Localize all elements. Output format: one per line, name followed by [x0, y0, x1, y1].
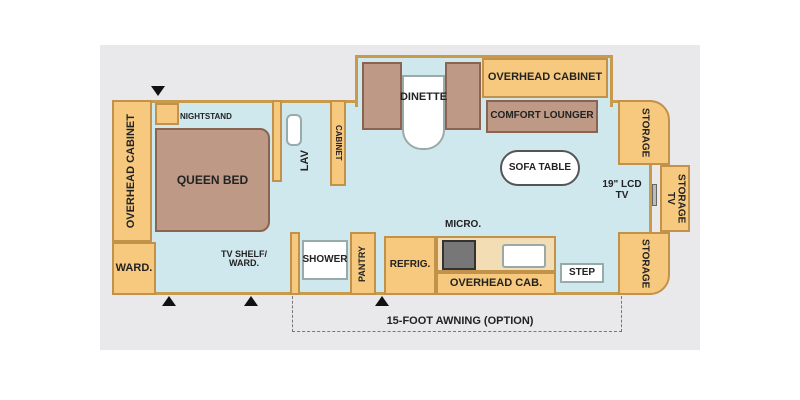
dinette-seat-right	[445, 62, 481, 130]
overhead-cab: OVERHEAD CAB.	[436, 272, 556, 295]
refrig-label: REFRIG.	[389, 259, 431, 271]
wardrobe: WARD.	[112, 242, 156, 295]
window-marker-icon	[162, 296, 176, 306]
lav-text: LAV	[299, 150, 311, 172]
tv-shelf-ward-label: TV SHELF/ WARD.	[220, 249, 267, 269]
micro-label: MICRO.	[445, 219, 482, 230]
awning-outline	[292, 296, 622, 332]
window-marker-icon	[375, 296, 389, 306]
queen-bed-label: QUEEN BED	[176, 172, 249, 187]
refrigerator: REFRIG.	[384, 236, 436, 295]
storage-tv: STORAGE TV	[660, 165, 690, 232]
sofa-table-label: SOFA TABLE	[508, 161, 572, 173]
window-marker-icon	[244, 296, 258, 306]
overhead-cab-label: OVERHEAD CAB.	[449, 276, 543, 289]
overhead-cabinet-rear-label: OVERHEAD CABINET	[125, 113, 138, 229]
lav-label: LAV	[299, 150, 312, 172]
overhead-cabinet-slide-label: OVERHEAD CABINET	[487, 71, 603, 84]
comfort-lounger: COMFORT LOUNGER	[486, 100, 598, 133]
bath-cabinet: CABINET	[330, 100, 346, 186]
step-label: STEP	[568, 266, 596, 278]
sofa-table: SOFA TABLE	[500, 150, 580, 186]
entry-step[interactable]: STEP	[560, 263, 604, 283]
dinette-seat-left	[362, 62, 402, 130]
awning-label: 15-FOOT AWNING (OPTION)	[386, 315, 534, 327]
ward-label: WARD.	[115, 261, 153, 274]
storage-tv-label: STORAGE TV	[665, 173, 687, 224]
cabinet-label: CABINET	[334, 125, 344, 161]
storage-bottom-label: STORAGE	[639, 238, 651, 289]
storage-top: STORAGE	[618, 100, 670, 165]
overhead-cabinet-slide: OVERHEAD CABINET	[482, 58, 608, 98]
shower-wall	[290, 232, 300, 295]
comfort-lounger-label: COMFORT LOUNGER	[490, 110, 594, 122]
shower-label: SHOWER	[302, 253, 348, 265]
dinette-table: DINETTE	[399, 75, 448, 150]
bath-wall	[272, 100, 282, 182]
shower: SHOWER	[302, 240, 348, 280]
nightstand	[155, 103, 179, 125]
sink	[502, 244, 546, 268]
pantry: PANTRY	[350, 232, 376, 295]
queen-bed: QUEEN BED	[155, 128, 270, 232]
stove-icon	[442, 240, 476, 270]
toilet	[286, 114, 302, 146]
storage-top-label: STORAGE	[639, 107, 651, 158]
pantry-label: PANTRY	[357, 245, 368, 282]
nightstand-label: NIGHTSTAND	[180, 112, 232, 121]
window-marker-icon	[151, 86, 165, 96]
tv-icon	[652, 184, 657, 206]
dinette-label: DINETTE	[399, 90, 448, 103]
storage-bottom: STORAGE	[618, 232, 670, 295]
overhead-cabinet-rear: OVERHEAD CABINET	[112, 100, 152, 242]
lcd-tv-label: 19" LCD TV	[602, 179, 642, 201]
